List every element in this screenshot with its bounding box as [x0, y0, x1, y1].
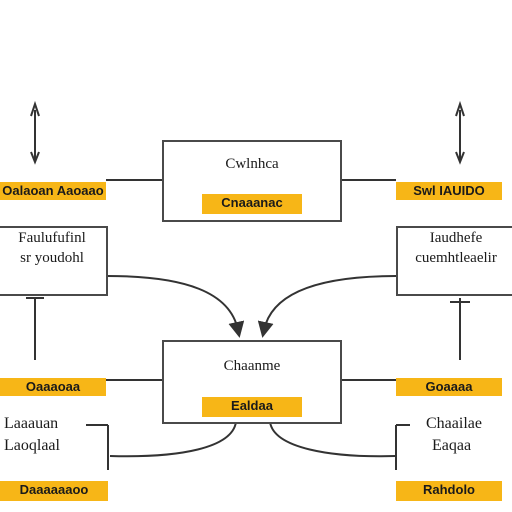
- left-bottom-label: Daaaaaaoo: [0, 481, 108, 501]
- left-top-arrow-up: [30, 100, 40, 117]
- top-center-node: Cwlnhca Cnaaanac: [162, 140, 342, 222]
- top-center-text: Cwlnhca: [225, 156, 279, 172]
- right-mid-line2: cuemhtleaelir: [415, 250, 497, 266]
- bottom-center-text: Chaanme: [223, 358, 281, 374]
- bottom-center-node: Chaanme Ealdaa: [162, 340, 342, 424]
- right-bottom-label: Rahdolo: [396, 481, 502, 501]
- right-side-text-2: Eaqaa: [432, 437, 472, 454]
- right-side-text-1: Chaailae: [426, 415, 482, 432]
- right-mid-node: Iaudhefe cuemhtleaelir: [396, 226, 512, 296]
- bottom-center-tag: Ealdaa: [202, 397, 302, 417]
- left-mid-line2: sr youdohl: [20, 250, 84, 266]
- left-mid-node: Faulufufinl sr youdohl: [0, 226, 108, 296]
- left-lower-label: Oaaaoaa: [0, 378, 106, 396]
- left-mid-line1: Faulufufinl: [18, 230, 86, 246]
- right-mid-line1: Iaudhefe: [429, 230, 483, 246]
- left-top-arrow-down: [30, 151, 40, 165]
- left-side-text-2: Laoqlaal: [4, 437, 60, 454]
- top-center-tag: Cnaaanac: [202, 194, 302, 214]
- right-lower-label: Goaaaa: [396, 378, 502, 396]
- left-upper-label: Oalaoan Aaoaao: [0, 182, 106, 200]
- left-side-text-1: Laaauan: [4, 415, 59, 432]
- right-upper-label: Swl IAUIDO: [396, 182, 502, 200]
